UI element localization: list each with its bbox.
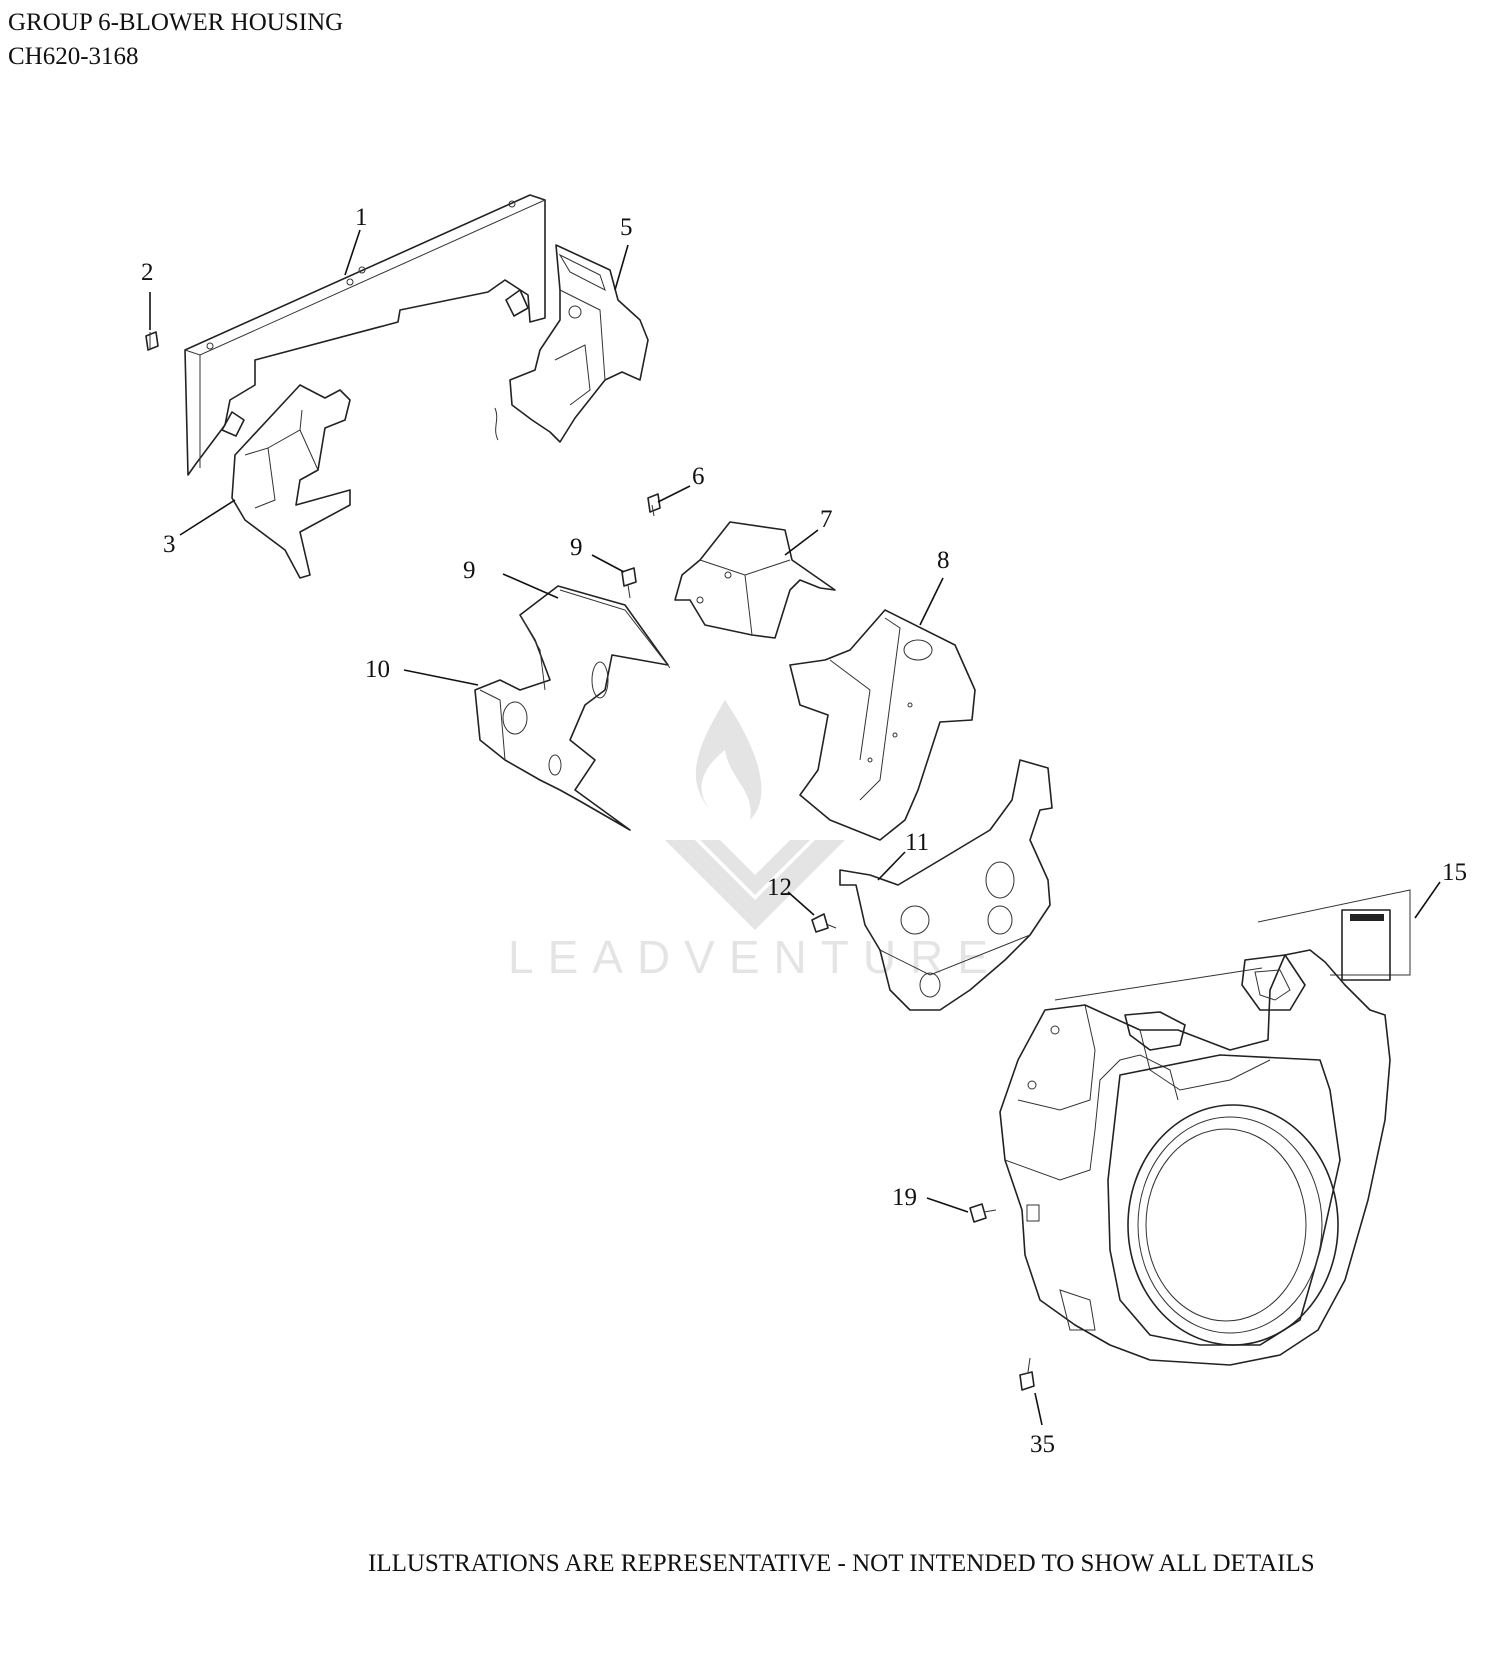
part-12-backplate — [839, 759, 1053, 1011]
callout-35: 35 — [1030, 1431, 1055, 1458]
callout-9-lower: 12 — [767, 874, 792, 901]
part-35-screw — [1019, 1357, 1035, 1391]
part-6-screw — [647, 493, 661, 517]
callout-15: 15 — [1442, 859, 1467, 886]
callout-12: 11 — [905, 829, 929, 856]
model-number: CH620-3168 — [8, 43, 139, 70]
part-1-baffle-bracket — [184, 194, 546, 476]
leader-lines — [149, 229, 1441, 1426]
callout-10: 9 — [463, 557, 476, 584]
part-9-screw-upper — [621, 567, 637, 599]
disclaimer-note: ILLUSTRATIONS ARE REPRESENTATIVE - NOT I… — [368, 1550, 1315, 1577]
part-3-bracket — [231, 384, 351, 579]
part-5-bracket — [509, 244, 649, 443]
diagram-header: GROUP 6-BLOWER HOUSING CH620-3168 — [8, 6, 343, 74]
callout-7: 7 — [820, 506, 833, 533]
callout-6: 6 — [692, 463, 705, 490]
part-19-screw — [969, 1203, 997, 1223]
callout-8: 8 — [937, 547, 950, 574]
callout-3: 3 — [163, 531, 176, 558]
callout-labels: 1 2 3 5 6 7 8 9 9 10 11 12 15 19 35 — [141, 204, 1467, 1458]
callout-11: 10 — [365, 656, 390, 683]
callout-1: 1 — [355, 204, 368, 231]
part-15-decal — [1054, 889, 1411, 1001]
callout-2: 2 — [141, 259, 154, 286]
part-7-shroud — [674, 521, 836, 639]
callout-19: 19 — [892, 1184, 917, 1211]
blower-housing — [999, 949, 1391, 1366]
diagram-title: GROUP 6-BLOWER HOUSING — [8, 9, 344, 36]
part-8-baffle — [789, 609, 976, 841]
part-2-screw — [145, 331, 159, 351]
part-9-screw-lower — [811, 913, 837, 933]
callout-9-upper: 9 — [570, 534, 583, 561]
part-10-11-shroud-assembly — [474, 585, 671, 831]
callout-5: 5 — [620, 214, 633, 241]
